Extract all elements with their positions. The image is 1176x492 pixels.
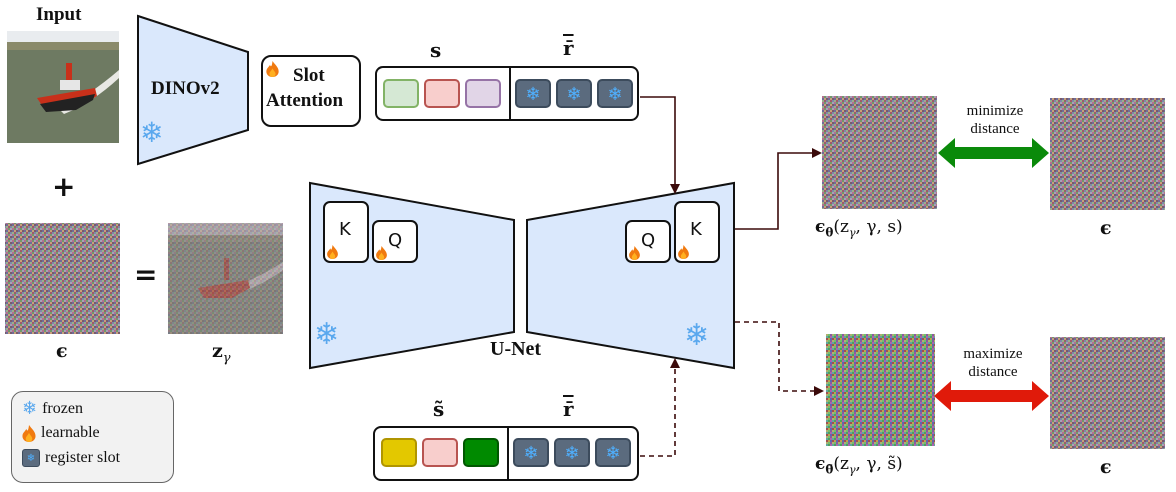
maximize-label-line1: maximize bbox=[963, 346, 1023, 362]
predicted-noise-bottom-label: ϵθ̄(zγ, γ, s̃) bbox=[815, 454, 903, 476]
legend-label: learnable bbox=[41, 424, 100, 441]
input-image bbox=[7, 31, 119, 143]
key-label: K bbox=[690, 219, 702, 240]
equals-operator: = bbox=[134, 258, 158, 291]
slot-bar-divider bbox=[509, 68, 511, 119]
target-noise-bottom-label: ϵ bbox=[1100, 456, 1112, 478]
input-label: Input bbox=[36, 4, 82, 25]
epsilon: ϵ bbox=[815, 454, 826, 474]
unet-encoder-query-block: Q bbox=[372, 220, 418, 263]
dinov2-label: DINOv2 bbox=[151, 78, 220, 99]
noisy-image-label-main: z bbox=[212, 340, 223, 362]
maximize-distance-arrow bbox=[934, 381, 1049, 411]
predicted-noise-top-label: ϵθ(zγ, γ, s) bbox=[815, 217, 903, 239]
register-slot-icon: ❄ bbox=[22, 449, 40, 467]
snowflake-icon: ❄ bbox=[525, 83, 541, 104]
register-slot: ❄ bbox=[595, 438, 631, 467]
slot-bar-divider bbox=[507, 428, 509, 479]
negative-slots-label: s̃ bbox=[433, 397, 445, 421]
rest: , γ, s) bbox=[855, 217, 903, 237]
legend: ❄ frozen learnable ❄ register slot bbox=[11, 391, 174, 483]
snowflake-icon: ❄ bbox=[684, 318, 710, 353]
minimize-distance-arrow bbox=[938, 138, 1049, 168]
slot-2 bbox=[424, 79, 460, 108]
rest: , γ, s̃) bbox=[855, 454, 903, 474]
legend-item-learnable: learnable bbox=[22, 424, 100, 442]
gamma-sub: γ bbox=[848, 463, 856, 477]
minimize-label-line2: distance bbox=[970, 121, 1020, 137]
legend-item-register-slot: ❄ register slot bbox=[22, 449, 120, 467]
noisy-image bbox=[168, 223, 283, 334]
minimize-label-line1: minimize bbox=[966, 103, 1024, 119]
snowflake-icon: ❄ bbox=[523, 442, 539, 463]
slot-3 bbox=[463, 438, 499, 467]
slot-1 bbox=[381, 438, 417, 467]
maximize-label-line2: distance bbox=[968, 364, 1018, 380]
minimize-label: minimize distance bbox=[955, 102, 1035, 138]
slot-1 bbox=[383, 79, 419, 108]
theta: θ bbox=[825, 225, 834, 240]
noisy-image-label-sub: γ bbox=[222, 350, 231, 366]
flame-icon bbox=[327, 245, 338, 259]
legend-label: frozen bbox=[42, 400, 83, 417]
noise-image bbox=[5, 223, 120, 334]
unet-label: U-Net bbox=[490, 338, 542, 360]
snowflake-icon: ❄ bbox=[605, 442, 621, 463]
plus-operator: + bbox=[52, 170, 76, 203]
flame-icon bbox=[22, 424, 36, 442]
unet-decoder-query-block: Q bbox=[625, 220, 671, 263]
slot-attention-label-line2: Attention bbox=[266, 90, 344, 111]
legend-label: register slot bbox=[45, 449, 121, 466]
legend-item-frozen: ❄ frozen bbox=[22, 400, 83, 418]
flame-icon bbox=[629, 246, 640, 260]
query-label: Q bbox=[641, 230, 656, 251]
unet-decoder-key-block: K bbox=[674, 201, 720, 263]
arrow-unet-to-top-output bbox=[735, 148, 822, 230]
negative-registers-label: r̄ bbox=[563, 397, 574, 421]
arrow-neg-slots-to-unet bbox=[640, 358, 680, 457]
register-slot: ❄ bbox=[513, 438, 549, 467]
args: (z bbox=[833, 454, 849, 474]
maximize-label: maximize distance bbox=[952, 345, 1034, 381]
snowflake-icon: ❄ bbox=[564, 442, 580, 463]
snowflake-icon: ❄ bbox=[566, 83, 582, 104]
registers-label: r̄ bbox=[563, 36, 574, 60]
snowflake-icon: ❄ bbox=[314, 317, 340, 352]
register-slot: ❄ bbox=[556, 79, 592, 108]
args: (z bbox=[833, 217, 849, 237]
predicted-noise-top bbox=[822, 96, 937, 209]
slot-attention-block: Slot Attention bbox=[261, 55, 361, 127]
query-label: Q bbox=[388, 230, 403, 251]
dinov2-block bbox=[137, 14, 249, 166]
slot-attention-label-line1: Slot bbox=[293, 65, 325, 86]
predicted-noise-bottom bbox=[826, 334, 935, 446]
negative-slot-bar: ❄ ❄ ❄ bbox=[373, 426, 639, 481]
snowflake-icon: ❄ bbox=[22, 398, 38, 419]
slot-3 bbox=[465, 79, 501, 108]
theta-bar: θ̄ bbox=[825, 462, 834, 477]
flame-icon bbox=[266, 61, 279, 77]
target-noise-bottom bbox=[1050, 337, 1165, 449]
gamma-sub: γ bbox=[848, 226, 856, 240]
key-label: K bbox=[339, 219, 351, 240]
flame-icon bbox=[678, 245, 689, 259]
epsilon: ϵ bbox=[815, 217, 826, 237]
register-slot: ❄ bbox=[515, 79, 551, 108]
slot-2 bbox=[422, 438, 458, 467]
slots-label: s bbox=[430, 38, 442, 62]
arrow-slots-to-unet bbox=[640, 96, 680, 194]
slot-bar: ❄ ❄ ❄ bbox=[375, 66, 639, 121]
noisy-image-label: zγ bbox=[212, 340, 231, 366]
register-slot: ❄ bbox=[554, 438, 590, 467]
unet-encoder-key-block: K bbox=[323, 201, 369, 263]
target-noise-top-label: ϵ bbox=[1100, 217, 1112, 239]
flame-icon bbox=[376, 246, 387, 260]
snowflake-icon: ❄ bbox=[607, 83, 623, 104]
register-slot: ❄ bbox=[597, 79, 633, 108]
noise-label: ϵ bbox=[56, 340, 68, 362]
arrow-unet-to-bottom-output bbox=[735, 321, 824, 396]
target-noise-top bbox=[1050, 98, 1165, 210]
snowflake-icon: ❄ bbox=[140, 116, 164, 149]
